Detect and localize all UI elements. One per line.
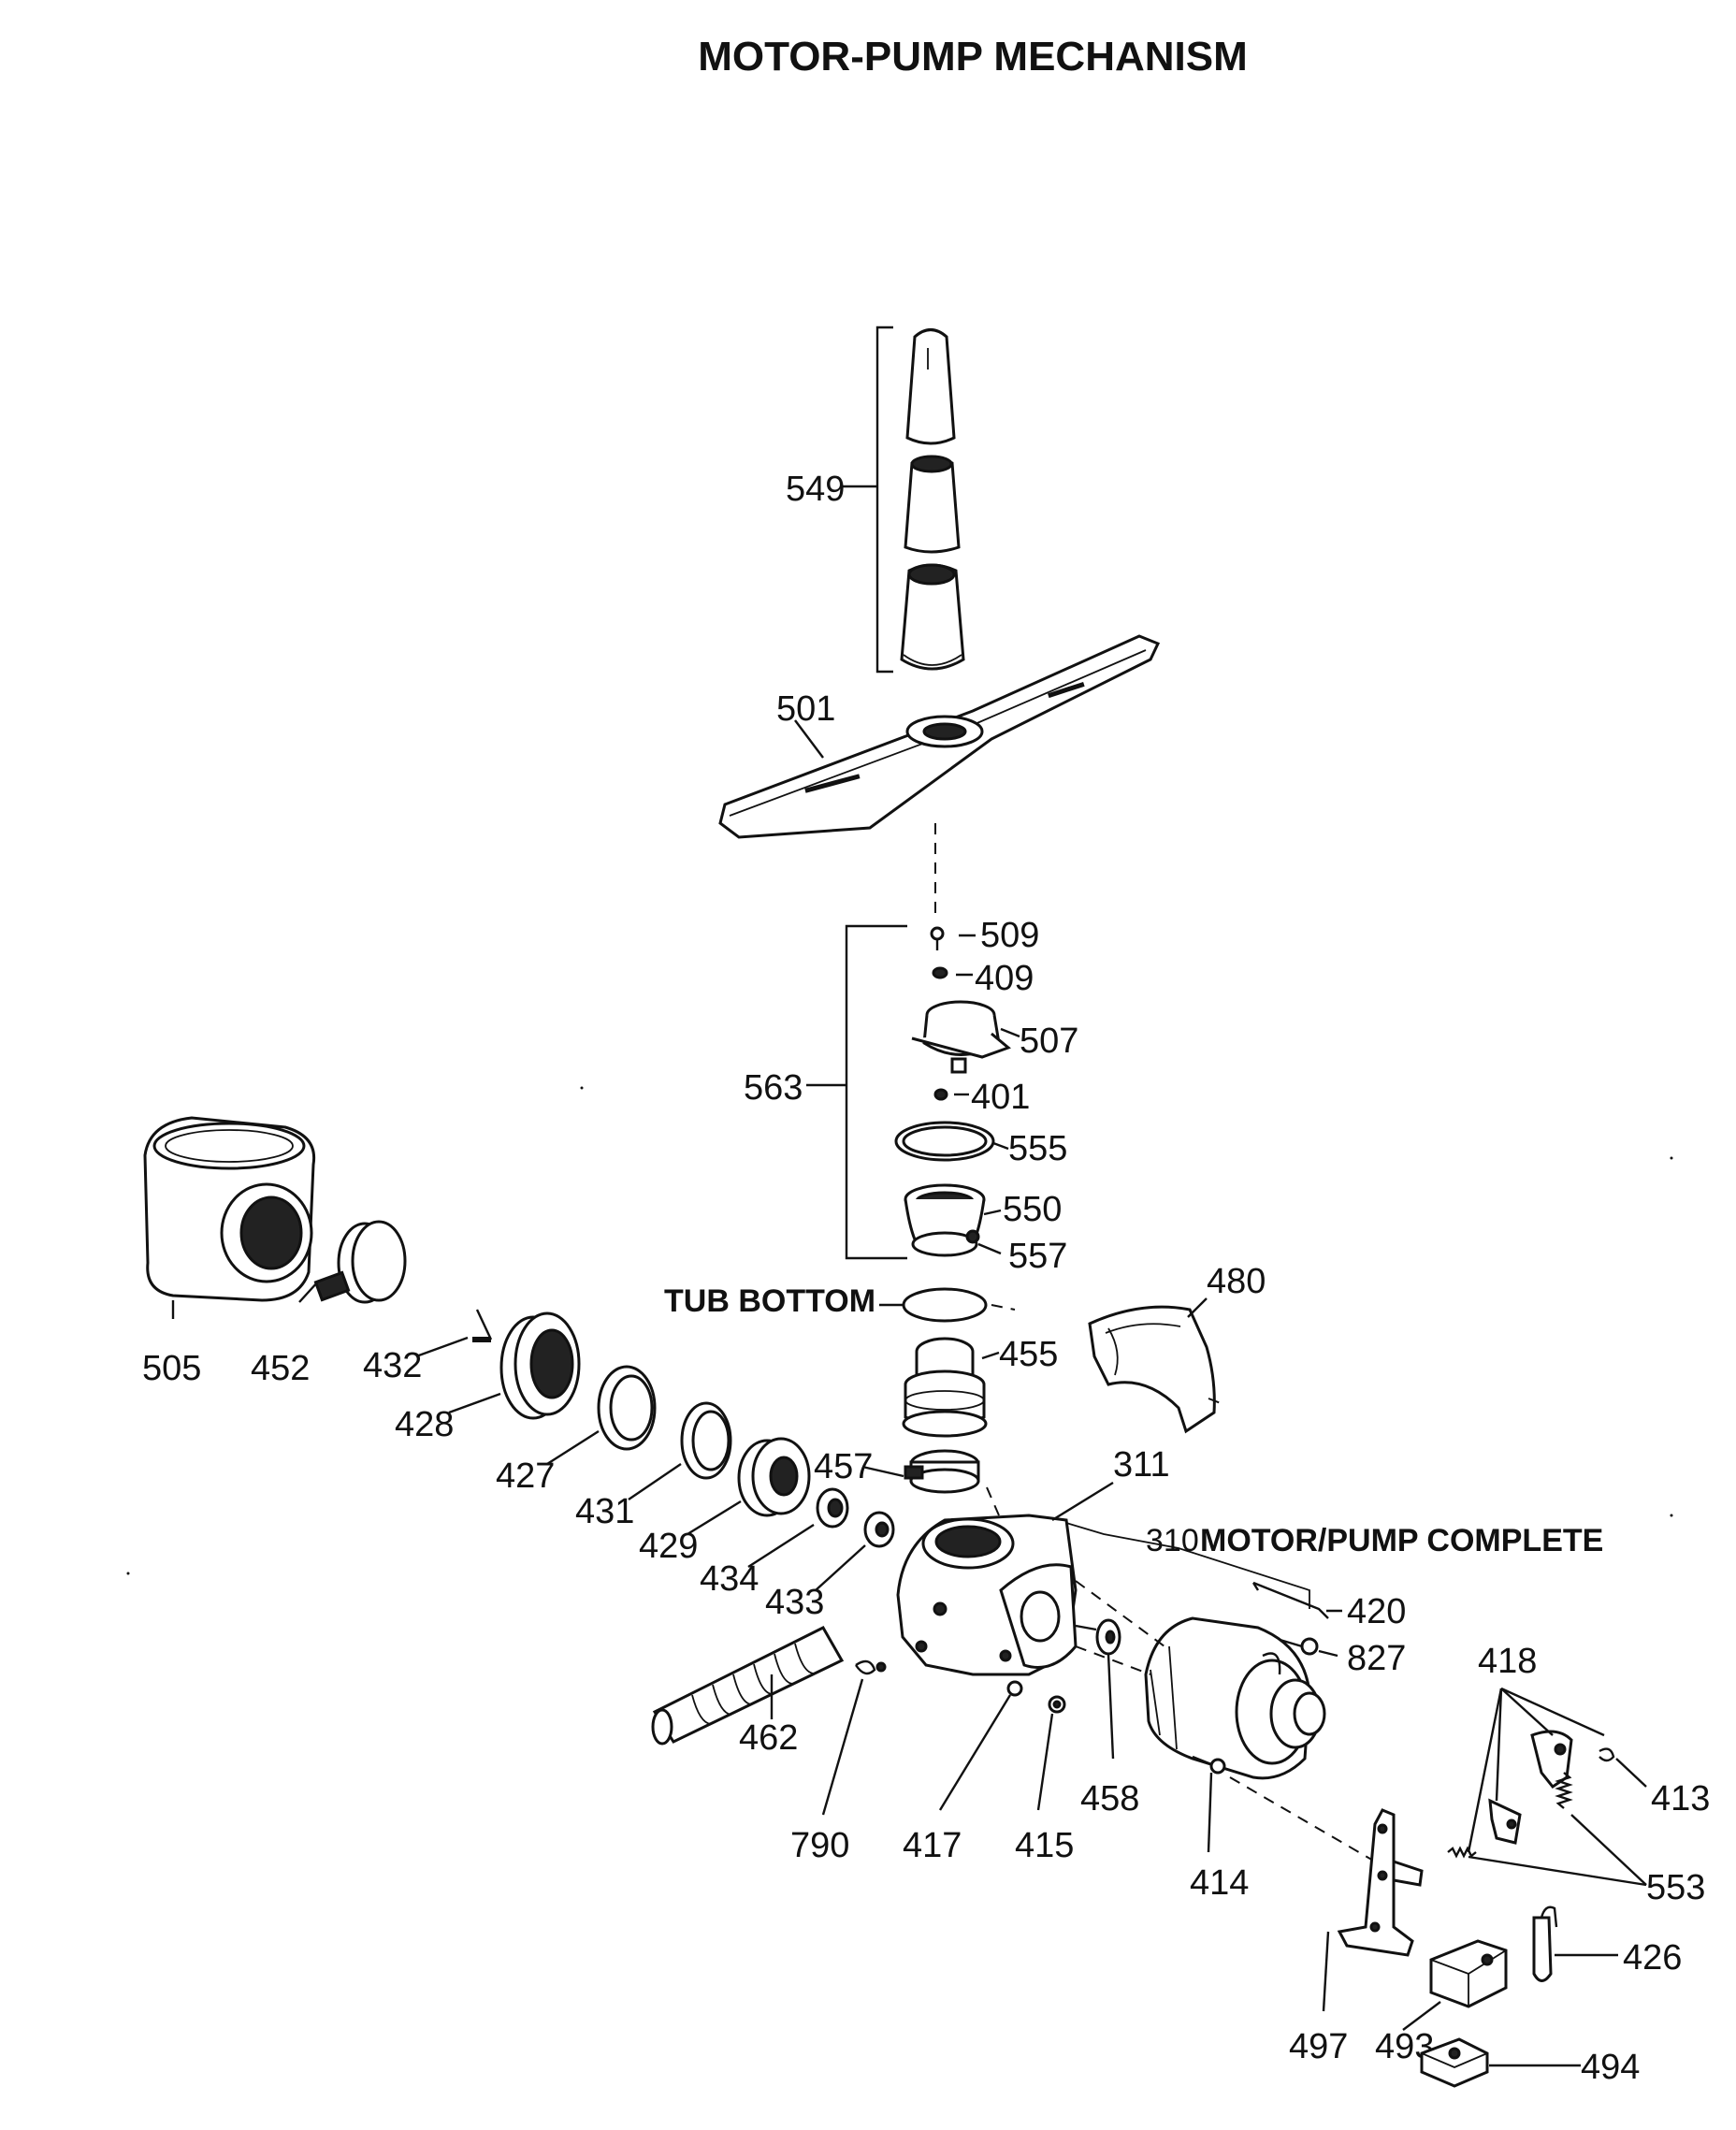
deflector-480 bbox=[1088, 1305, 1216, 1434]
callout-497: 497 bbox=[1289, 2027, 1348, 2066]
callout-480: 480 bbox=[1207, 1262, 1266, 1301]
sump-housing-505 bbox=[143, 1116, 316, 1302]
spray-arm-501 bbox=[718, 634, 1161, 839]
callout-458: 458 bbox=[1080, 1779, 1139, 1818]
clip-413 bbox=[1599, 1747, 1615, 1762]
lever-418 bbox=[1488, 1730, 1573, 1845]
nut-434 bbox=[816, 1487, 849, 1529]
chopper-shaft-462 bbox=[651, 1626, 845, 1746]
callout-426: 426 bbox=[1623, 1938, 1682, 1978]
motor-pump-complete-label: MOTOR/PUMP COMPLETE bbox=[1200, 1523, 1603, 1558]
motor bbox=[1144, 1616, 1326, 1780]
screw-432 bbox=[472, 1309, 493, 1342]
callout-415: 415 bbox=[1015, 1826, 1074, 1865]
callout-433: 433 bbox=[765, 1583, 824, 1622]
washer-409 bbox=[932, 966, 948, 979]
callout-311: 311 bbox=[1113, 1445, 1170, 1485]
callout-827: 827 bbox=[1347, 1639, 1406, 1678]
callout-427: 427 bbox=[496, 1456, 555, 1496]
hose-clamp-452 bbox=[313, 1220, 407, 1304]
callout-409: 409 bbox=[975, 959, 1034, 998]
callout-455: 455 bbox=[999, 1335, 1058, 1374]
callout-507: 507 bbox=[1020, 1022, 1078, 1061]
cover-494 bbox=[1420, 2037, 1489, 2088]
callout-429: 429 bbox=[639, 1527, 698, 1566]
callout-790: 790 bbox=[790, 1826, 849, 1865]
callout-509: 509 bbox=[980, 916, 1039, 955]
tub-bottom-label: TUB BOTTOM bbox=[664, 1283, 875, 1319]
callout-494: 494 bbox=[1581, 2048, 1640, 2087]
callout-549: 549 bbox=[786, 470, 845, 509]
callout-557: 557 bbox=[1008, 1237, 1067, 1276]
callout-413: 413 bbox=[1651, 1779, 1710, 1818]
callout-414: 414 bbox=[1190, 1863, 1249, 1903]
washer-401 bbox=[933, 1088, 948, 1101]
clamp-457 bbox=[904, 1449, 980, 1494]
pump-housing-311 bbox=[896, 1514, 1078, 1676]
filter-428 bbox=[499, 1311, 581, 1420]
callout-452: 452 bbox=[251, 1349, 310, 1388]
callout-563: 563 bbox=[744, 1068, 803, 1108]
spray-tower-549 bbox=[842, 326, 965, 674]
motor-pump-bracket bbox=[1065, 1522, 1310, 1609]
callout-553: 553 bbox=[1646, 1868, 1705, 1907]
bearing-507 bbox=[911, 1000, 1011, 1074]
callout-462: 462 bbox=[739, 1718, 798, 1758]
washer-415 bbox=[1048, 1695, 1066, 1714]
ring-431 bbox=[680, 1401, 732, 1480]
wire-420 bbox=[1251, 1581, 1329, 1619]
callout-420: 420 bbox=[1347, 1592, 1406, 1631]
callout-550: 550 bbox=[1003, 1190, 1062, 1229]
callout-431: 431 bbox=[575, 1492, 634, 1531]
page-title: MOTOR-PUMP MECHANISM bbox=[698, 34, 1248, 80]
callout-505: 505 bbox=[142, 1349, 201, 1388]
actuator-426 bbox=[1532, 1905, 1558, 1982]
callout-418: 418 bbox=[1478, 1642, 1537, 1681]
callout-428: 428 bbox=[395, 1405, 454, 1444]
screw-414 bbox=[1192, 1755, 1226, 1775]
bracket-563 bbox=[845, 924, 907, 1260]
housing-550 bbox=[904, 1183, 986, 1257]
tub-opening bbox=[902, 1287, 988, 1323]
seal-ring-555 bbox=[894, 1121, 995, 1162]
bracket-497 bbox=[1337, 1808, 1424, 1957]
motor-pump-complete-number: 310 bbox=[1146, 1523, 1199, 1558]
spring-553 bbox=[1447, 1772, 1573, 1859]
callout-555: 555 bbox=[1008, 1129, 1067, 1168]
seal-433 bbox=[863, 1511, 895, 1548]
callout-434: 434 bbox=[700, 1559, 759, 1599]
solenoid-493 bbox=[1429, 1939, 1508, 2008]
screw-509 bbox=[930, 926, 945, 950]
callout-432: 432 bbox=[363, 1346, 422, 1385]
pump-body-455 bbox=[902, 1337, 988, 1438]
callout-457: 457 bbox=[814, 1447, 873, 1486]
impeller-429 bbox=[737, 1437, 811, 1517]
clip-790 bbox=[855, 1659, 887, 1675]
ring-427 bbox=[597, 1365, 657, 1451]
callout-417: 417 bbox=[903, 1826, 962, 1865]
callout-501: 501 bbox=[776, 689, 835, 729]
callout-401: 401 bbox=[971, 1078, 1030, 1117]
washer-417 bbox=[1006, 1680, 1023, 1697]
